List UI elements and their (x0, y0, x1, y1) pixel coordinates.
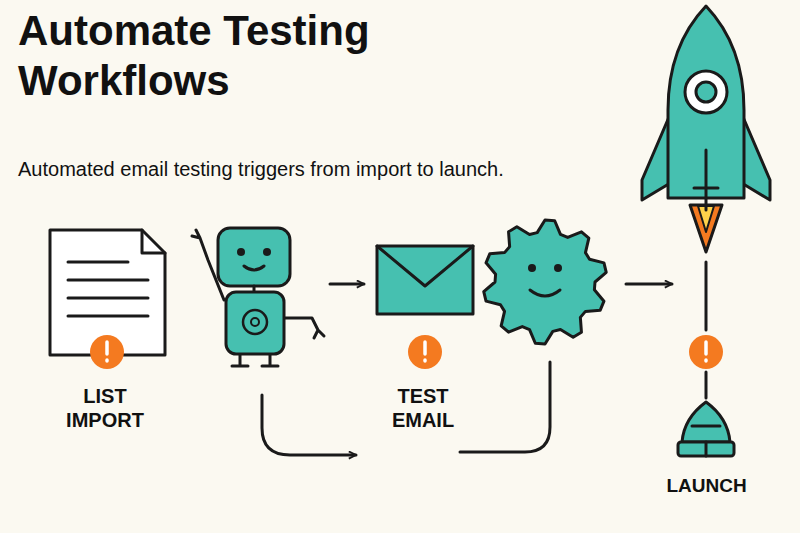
flow-arrow (262, 262, 706, 455)
warning-mark (107, 342, 706, 361)
step-label: TEST EMAIL (373, 382, 473, 438)
envelope-icon (377, 246, 473, 314)
step-name: LIST IMPORT (59, 384, 151, 432)
step-name: LAUNCH (664, 474, 749, 498)
gear-icon (484, 220, 606, 344)
step-name: TEST EMAIL (377, 384, 469, 432)
small-rocket-icon (678, 402, 734, 456)
robot-icon (192, 228, 324, 366)
title: Automate Testing Workflows (18, 6, 408, 106)
rocket-icon (642, 6, 770, 252)
step-label: LIST IMPORT (55, 382, 155, 438)
warning-badge (90, 335, 723, 369)
caption: Automated email testing triggers from im… (18, 158, 504, 181)
step-label: LAUNCH (660, 472, 753, 504)
